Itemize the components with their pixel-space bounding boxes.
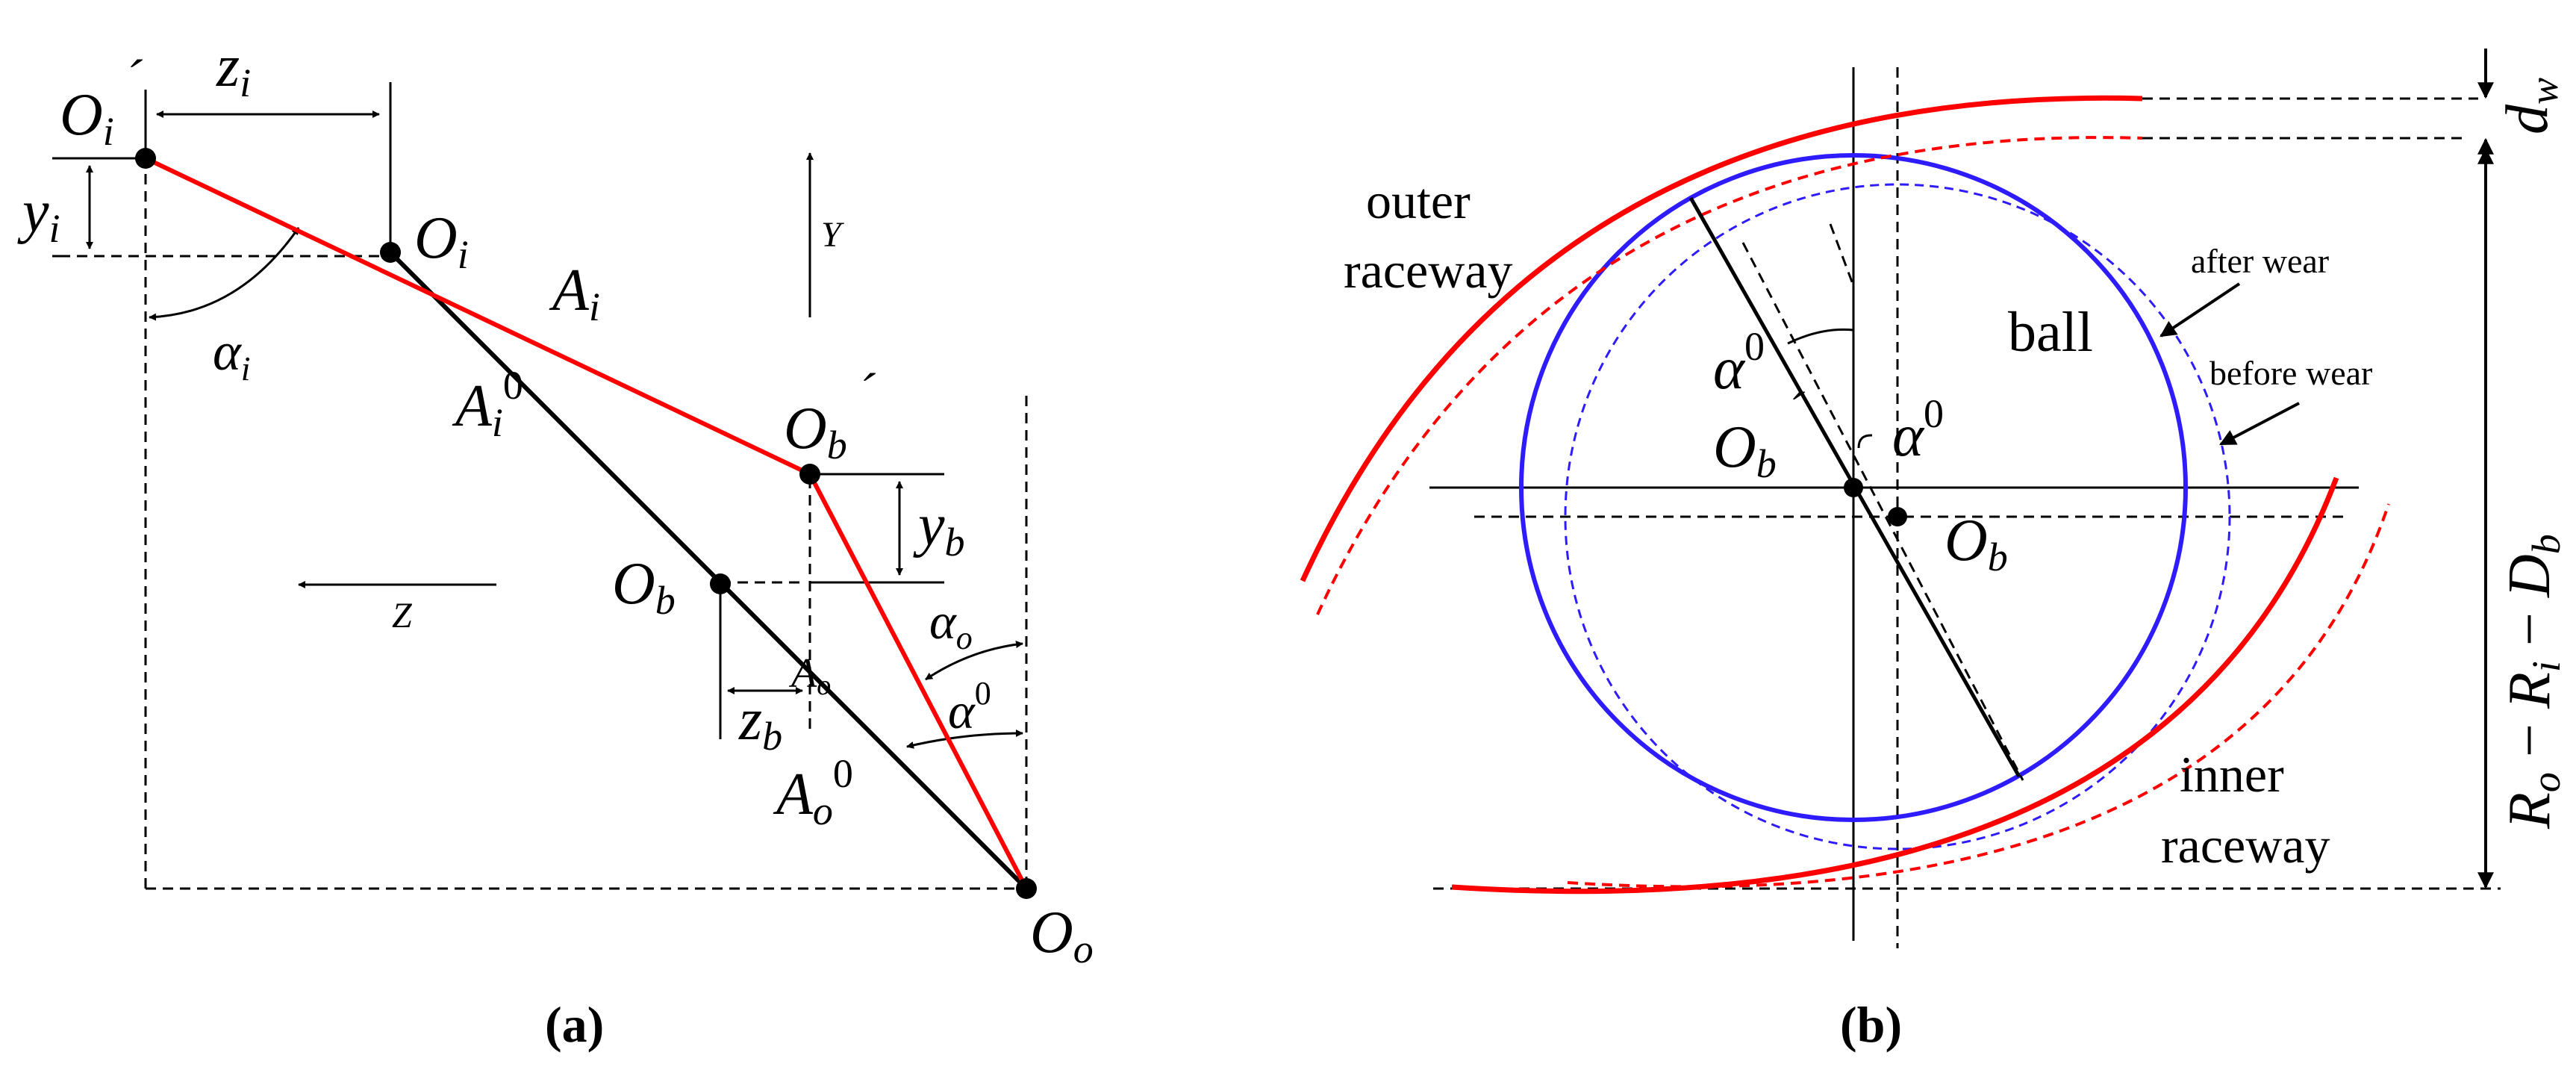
panel-b: outer raceway after wear ball before wea… [1300, 49, 2569, 1053]
label-after-wear: after wear [2191, 242, 2329, 280]
caption-b: (b) [1840, 996, 1902, 1053]
label-Ao: Ao [788, 650, 831, 701]
label-Ai0: Ai0 [452, 363, 523, 445]
panel-a-dashed-guides [60, 157, 1028, 890]
inner-raceway-before-wear [1567, 503, 2390, 889]
label-Ai: Ai [549, 258, 600, 329]
point-Oo [1016, 878, 1037, 899]
label-Ob-b: Ob [1945, 508, 2008, 579]
contact-line-inner-after-wear [144, 156, 811, 476]
label-Ob-prime-b: Ob´ [1713, 382, 1806, 486]
point-Ob-prime-b [1844, 478, 1863, 497]
point-Ob-b [1888, 507, 1907, 526]
point-Ob-prime [799, 464, 820, 485]
alpha0-arc-right [1857, 434, 1873, 449]
after-wear-pointer [2159, 282, 2241, 338]
panel-a: Oi´ zi yi Oi αi Ai Y Ai0 Ob´ yb Ob Z αo … [17, 34, 1094, 1053]
label-alpha0-left: α0 [1713, 324, 1765, 402]
label-dw: dw [2495, 78, 2566, 134]
label-alpha0-right: α0 [1892, 391, 1944, 469]
outer-raceway-before-wear [1316, 136, 2143, 615]
label-Oo: Oo [1030, 900, 1094, 971]
alpha-i-arc [149, 227, 300, 321]
point-Ob [710, 573, 731, 594]
caption-a: (a) [545, 996, 604, 1053]
label-Oi-prime: Oi´ [60, 50, 143, 154]
point-Oi [380, 242, 401, 263]
label-Oi: Oi [414, 205, 469, 277]
alpha-o-arc [925, 641, 1023, 681]
label-alpha-i: αi [213, 322, 251, 388]
label-Ob-prime: Ob´ [784, 364, 876, 467]
label-outer-raceway: outer raceway [1344, 172, 1512, 299]
label-Y-axis: Y [821, 215, 844, 255]
label-yb: yb [913, 493, 965, 564]
label-Ob: Ob [612, 551, 676, 623]
label-alpha-o: αo [929, 593, 973, 656]
outer-raceway-after-wear [1300, 95, 2143, 582]
ball-before-wear-circle [1564, 183, 2231, 850]
inner-raceway-after-wear [1451, 476, 2339, 895]
label-Z-axis: Z [392, 596, 413, 635]
label-alpha0: α0 [948, 675, 991, 739]
contact-line-before-wear [388, 250, 1029, 891]
label-inner-raceway: inner raceway [2161, 746, 2330, 874]
before-wear-pointer [2219, 402, 2300, 446]
alpha0-arc-left [1787, 328, 1854, 345]
label-clearance-dimension: Ro − Ri − Db [2497, 534, 2569, 830]
contact-line-outer-after-wear [808, 473, 1029, 890]
label-Ao0: Ao0 [773, 751, 853, 833]
label-zi: zi [216, 34, 251, 105]
label-ball: ball [2008, 301, 2093, 364]
label-yi: yi [17, 179, 60, 251]
point-Oi-prime [135, 148, 156, 169]
panel-a-dimension-lines [52, 82, 944, 739]
contact-line-before-wear [1741, 242, 2024, 781]
label-before-wear: before wear [2209, 354, 2372, 392]
ball-after-wear-circle [1519, 153, 2188, 822]
label-zb: zb [738, 687, 782, 759]
alpha-0-arc [906, 730, 1023, 749]
